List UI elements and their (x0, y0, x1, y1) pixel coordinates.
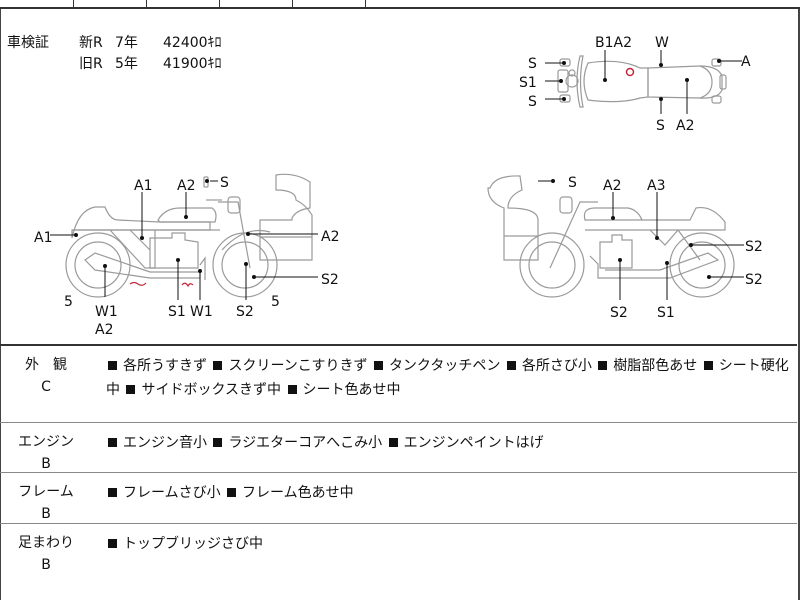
bullet-square-icon (598, 361, 608, 370)
motorcycle-left-side-diagram: A1 A1 A2 S A2 S2 5 W1 A2 S1 W1 S2 5 (34, 173, 339, 338)
inspection-distance: 41900ｷﾛ (163, 56, 222, 72)
condition-note: 各所うすきず (123, 358, 207, 374)
section-suspension: 足まわり B トップブリッジさび中 (0, 523, 797, 601)
section-engine: エンジン B エンジン音小 ラジエターコアへこみ小 エンジンペイントはげ (0, 422, 797, 473)
table-divider (219, 0, 220, 7)
section-frame: フレーム B フレームさび小 フレーム色あせ中 (0, 472, 797, 523)
label-s1-pipe: S1 (657, 305, 675, 321)
category-grade: B (41, 506, 51, 522)
table-divider (365, 0, 366, 7)
label-w1-exhaust: W1 (95, 304, 118, 320)
label-s2-fork: S2 (236, 304, 254, 320)
label-front-s-bottom: S (528, 94, 537, 110)
label-front-s1: S1 (519, 75, 537, 91)
bullet-square-icon (506, 361, 516, 370)
damage-mark (625, 67, 635, 77)
category-grade: B (41, 456, 51, 472)
condition-note: フレーム色あせ中 (242, 485, 354, 501)
label-a3-frame: A3 (647, 178, 665, 194)
motorcycle-right-side-diagram: S A2 A3 S2 S2 S2 S1 (487, 175, 763, 321)
bullet-square-icon (108, 438, 117, 447)
category-grade: B (41, 557, 51, 573)
bullet-square-icon (126, 385, 136, 394)
bullet-square-icon (108, 361, 117, 370)
bullet-square-icon (373, 361, 383, 370)
inspection-type: 旧R (79, 56, 103, 72)
label-a2-fender: A2 (321, 229, 339, 245)
condition-note: トップブリッジさび中 (123, 536, 263, 552)
label-seat-a2: A2 (676, 118, 694, 134)
table-divider (73, 0, 74, 7)
label-tank: B1A2 (595, 35, 632, 51)
condition-note: シート色あせ中 (302, 382, 401, 398)
label-s2-wheel: S2 (321, 272, 339, 288)
inspection-label: 車検証 (7, 35, 49, 51)
label-w1-pipe: W1 (190, 304, 213, 320)
section-exterior: 外 観 C 各所うすきず スクリーンこすりきず タンクタッチペン 各所さび小 樹… (0, 344, 797, 422)
condition-note: エンジンペイントはげ (403, 435, 544, 451)
condition-note: スクリーンこすりきず (228, 358, 368, 374)
condition-note: 樹脂部色あせ (613, 358, 698, 374)
condition-note: フレームさび小 (123, 485, 221, 501)
label-a1-rear: A1 (34, 230, 52, 246)
label-five-left: 5 (64, 294, 73, 310)
condition-note: エンジン音小 (123, 435, 207, 451)
damage-mark (129, 281, 194, 288)
category-name: エンジン (18, 434, 74, 450)
label-a2-exhaust: A2 (95, 322, 113, 338)
condition-notes: 各所うすきず スクリーンこすりきず タンクタッチペン 各所さび小 樹脂部色あせ … (106, 354, 794, 402)
inspection-type: 新R (79, 35, 103, 51)
bullet-square-icon (287, 385, 297, 394)
category-name: 足まわり (18, 535, 74, 551)
label-s-mirror: S (568, 175, 577, 191)
table-divider (292, 0, 293, 7)
bullet-square-icon (703, 361, 713, 370)
label-s2-rear-upper: S2 (745, 239, 763, 255)
label-s2-engine: S2 (610, 305, 628, 321)
label-five-right: 5 (271, 294, 280, 310)
bullet-square-icon (108, 539, 117, 548)
condition-note: シート硬化中 (106, 358, 789, 398)
condition-notes: フレームさび小 フレーム色あせ中 (106, 481, 794, 505)
sheet-frame (0, 9, 800, 600)
label-a1-frame: A1 (134, 178, 152, 194)
condition-note: タンクタッチペン (388, 358, 501, 374)
top-table-strip (0, 0, 800, 9)
category-grade: C (41, 379, 51, 395)
bullet-square-icon (227, 488, 237, 497)
condition-note: 各所さび小 (521, 358, 592, 374)
inspection-row-old: 旧R 5年 41900ｷﾛ (79, 54, 222, 75)
category-name: 外 観 (25, 357, 67, 373)
label-s1-engine: S1 (168, 304, 186, 320)
bullet-square-icon (108, 488, 117, 497)
condition-notes: トップブリッジさび中 (106, 532, 794, 556)
label-front-s-top: S (528, 56, 537, 72)
label-s-bottom: S (656, 118, 665, 134)
condition-notes: エンジン音小 ラジエターコアへこみ小 エンジンペイントはげ (106, 431, 794, 455)
condition-note: サイドボックスきず中 (141, 382, 282, 398)
label-s-mirror: S (220, 175, 229, 191)
inspection-distance: 42400ｷﾛ (163, 35, 222, 51)
bullet-square-icon (388, 438, 398, 447)
label-a2-tank: A2 (177, 178, 195, 194)
table-divider (146, 0, 147, 7)
inspection-row-new: 新R 7年 42400ｷﾛ (79, 33, 222, 54)
label-w: W (655, 35, 669, 51)
condition-note: ラジエターコアへこみ小 (228, 435, 383, 451)
label-a: A (741, 54, 751, 70)
label-s2-rear-wheel: S2 (745, 272, 763, 288)
label-a2-tank: A2 (603, 178, 621, 194)
inspection-year: 7年 (115, 35, 138, 51)
motorcycle-top-view-diagram: S S1 S B1A2 W A S A2 (519, 35, 751, 134)
category-name: フレーム (18, 484, 74, 500)
inspection-year: 5年 (115, 56, 138, 72)
bullet-square-icon (213, 438, 223, 447)
bullet-square-icon (213, 361, 223, 370)
